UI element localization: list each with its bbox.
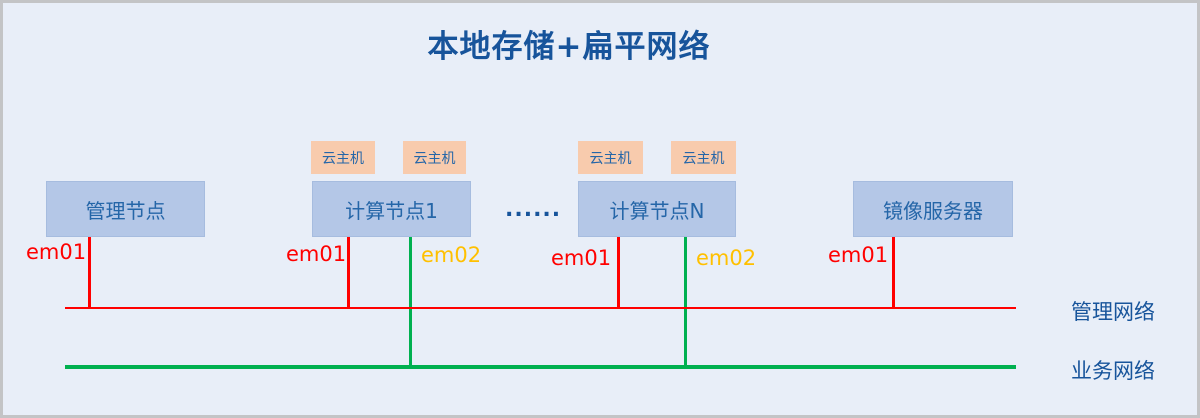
em02-link-line <box>684 237 687 369</box>
nic-label-em02: em02 <box>696 246 757 270</box>
node-mirror-server: 镜像服务器 <box>853 181 1013 237</box>
vm-box: 云主机 <box>671 141 736 174</box>
node-compute-1: 计算节点1 <box>312 181 471 237</box>
node-compute-n: 计算节点N <box>578 181 736 237</box>
vm-box: 云主机 <box>311 141 375 174</box>
em01-link-line <box>347 237 350 309</box>
em01-link-line <box>617 237 620 309</box>
ellipsis-more-nodes: ...... <box>505 197 562 222</box>
em01-link-line <box>892 237 895 309</box>
vm-box: 云主机 <box>403 141 466 174</box>
em02-link-line <box>409 237 412 369</box>
business-network-line <box>65 365 1016 369</box>
vm-box: 云主机 <box>578 141 643 174</box>
nic-label-em02: em02 <box>421 243 482 267</box>
nic-label-em01: em01 <box>286 242 347 266</box>
nic-label-em01: em01 <box>828 243 889 267</box>
management-network-label: 管理网络 <box>1071 300 1155 324</box>
node-management: 管理节点 <box>46 181 205 237</box>
nic-label-em01: em01 <box>551 246 612 270</box>
nic-label-em01: em01 <box>26 240 87 264</box>
em01-link-line <box>88 237 91 309</box>
diagram-title: 本地存储+扁平网络 <box>427 29 711 65</box>
business-network-label: 业务网络 <box>1071 359 1155 383</box>
management-network-line <box>65 307 1016 309</box>
